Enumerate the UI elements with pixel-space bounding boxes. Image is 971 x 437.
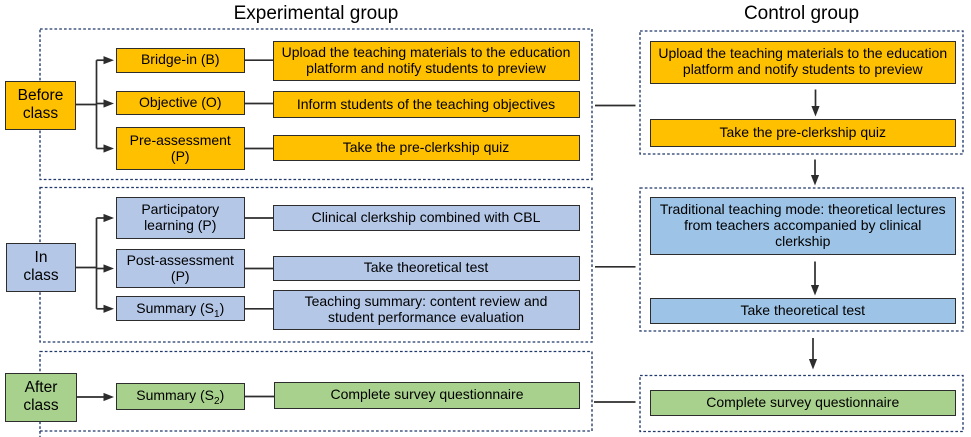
stage-box-objective: Objective (O) [116,91,245,115]
stage-participatory-label: Participatory learning (P) [141,201,220,233]
stage-box-summary-s1: Summary (S1) [116,296,245,322]
stage-summary-s2-label: Summary (S2) [136,387,225,408]
action-box-pre-clerkship-quiz: Take the pre-clerkship quiz [272,135,580,161]
stage-box-bridge-in: Bridge-in (B) [116,48,245,73]
stage-pre-assessment-label: Pre-assessment (P) [129,131,231,164]
control-before-to-in-arrow-head [810,175,820,186]
action-box-theoretical-test: Take theoretical test [272,255,580,281]
control-theoretical-test-text: Take theoretical test [740,302,865,319]
stage-box-summary-s2: Summary (S2) [116,383,245,410]
stage-objective-label: Objective (O) [139,94,222,111]
control-after-class-frame [639,374,964,433]
stage-bridge-in-label: Bridge-in (B) [140,51,220,68]
control-group-title: Control group [743,3,860,24]
action-box-teaching-summary: Teaching summary: content review and stu… [272,289,580,330]
action-clinical-cbl-text: Clinical clerkship combined with CBL [311,209,541,226]
action-box-clinical-cbl: Clinical clerkship combined with CBL [272,205,580,231]
stage-summary-s1-label: Summary (S1) [136,299,225,320]
action-box-inform-objectives: Inform students of the teaching objectiv… [272,91,580,118]
action-survey-questionnaire-text: Complete survey questionnaire [330,386,524,403]
control-box-survey-questionnaire: Complete survey questionnaire [650,390,956,416]
control-box-upload-materials: Upload the teaching materials to the edu… [650,41,956,84]
control-in-to-after-arrow-head [808,359,818,370]
before-class-label: Before class [17,87,64,122]
stage-box-pre-assessment: Pre-assessment (P) [116,127,245,170]
arrow-to-participatory-head [103,213,114,223]
arrow-to-summary-s1-head [103,304,114,313]
control-survey-questionnaire-text: Complete survey questionnaire [706,394,900,411]
action-teaching-summary-text: Teaching summary: content review and stu… [304,292,548,325]
control-upload-to-quiz-arrow-head [811,106,820,117]
action-pre-clerkship-quiz-text: Take the pre-clerkship quiz [342,139,510,156]
arrow-to-objective-head [103,99,114,108]
arrow-to-post-assessment-head [103,264,114,273]
control-traditional-teaching-text: Traditional teaching mode: theoretical l… [659,200,946,249]
control-in-class-frame [639,187,964,332]
control-box-traditional-teaching: Traditional teaching mode: theoretical l… [650,196,956,255]
in-class-label: In class [23,249,59,284]
stage-box-post-assessment: Post-assessment (P) [116,249,245,288]
control-traditional-to-test-arrow-head [810,285,820,296]
action-theoretical-test-text: Take theoretical test [363,259,489,276]
stage-post-assessment-label: Post-assessment (P) [126,251,234,284]
stage-box-participatory-learning: Participatory learning (P) [116,197,245,239]
experimental-group-title: Experimental group [233,3,399,24]
control-box-theoretical-test: Take theoretical test [650,298,956,324]
action-upload-materials-text: Upload the teaching materials to the edu… [281,44,571,76]
experimental-after-class-frame [39,350,593,432]
arrow-to-bridge-in-head [103,56,114,65]
action-box-upload-materials: Upload the teaching materials to the edu… [272,41,580,81]
control-pre-clerkship-quiz-text: Take the pre-clerkship quiz [719,123,887,140]
arrow-to-summary-s2-head [103,392,114,402]
after-class-label: After class [23,379,59,415]
before-class-label-box: Before class [5,80,76,130]
control-box-pre-clerkship-quiz: Take the pre-clerkship quiz [650,119,956,147]
action-inform-objectives-text: Inform students of the teaching objectiv… [296,95,556,112]
action-box-survey-questionnaire: Complete survey questionnaire [274,382,580,409]
in-class-label-box: In class [6,242,76,292]
after-class-label-box: After class [5,373,77,422]
control-before-class-frame [639,30,964,155]
control-upload-materials-text: Upload the teaching materials to the edu… [658,45,948,78]
arrow-to-pre-assessment-head [103,144,114,153]
